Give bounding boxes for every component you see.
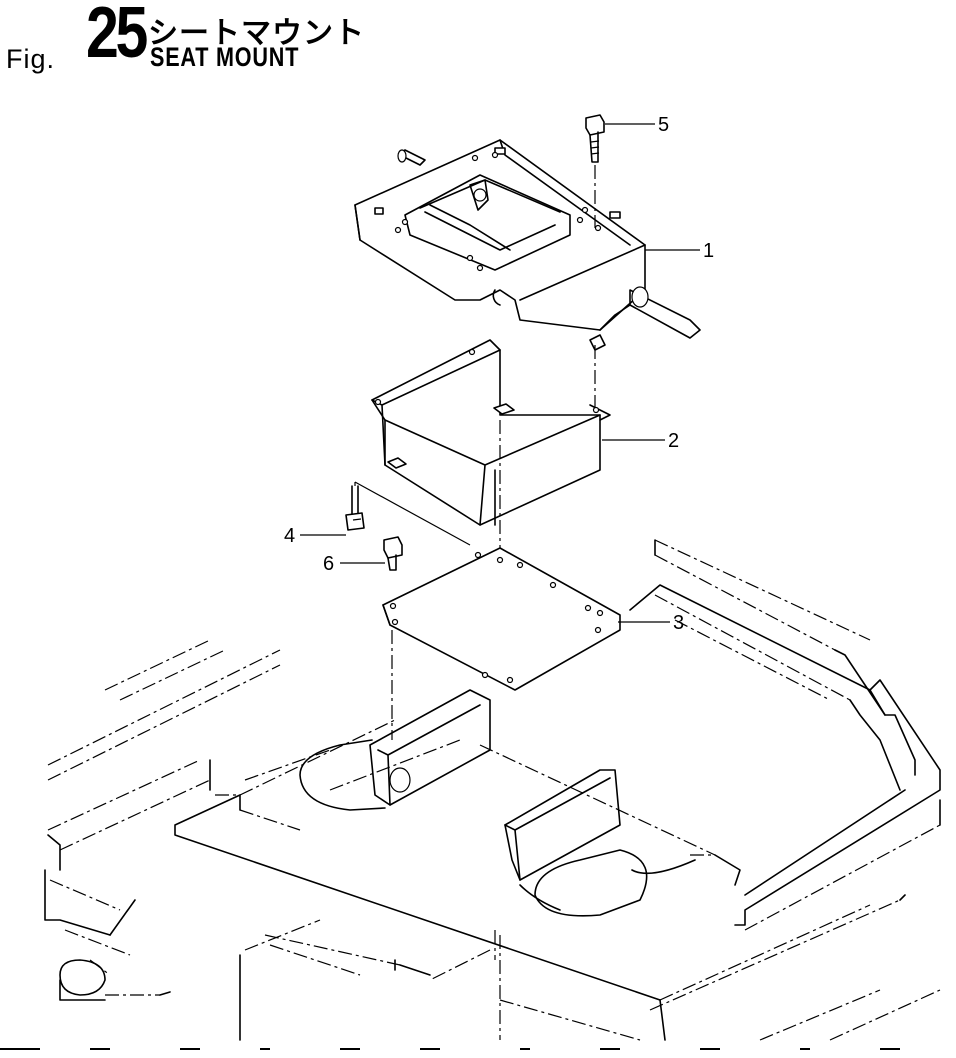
part-1-seat-frame: [355, 140, 700, 350]
callout-2: 2: [668, 430, 679, 452]
page-bottom-edge: [0, 1040, 956, 1049]
callout-6: 6: [323, 553, 334, 575]
callout-1: 1: [703, 240, 714, 262]
callout-3: 3: [673, 612, 684, 634]
part-2-bracket: [372, 340, 610, 565]
part-6-bolt: [384, 537, 402, 570]
callout-5: 5: [658, 114, 669, 136]
callout-4: 4: [284, 525, 295, 547]
part-3-plate: [383, 548, 620, 740]
